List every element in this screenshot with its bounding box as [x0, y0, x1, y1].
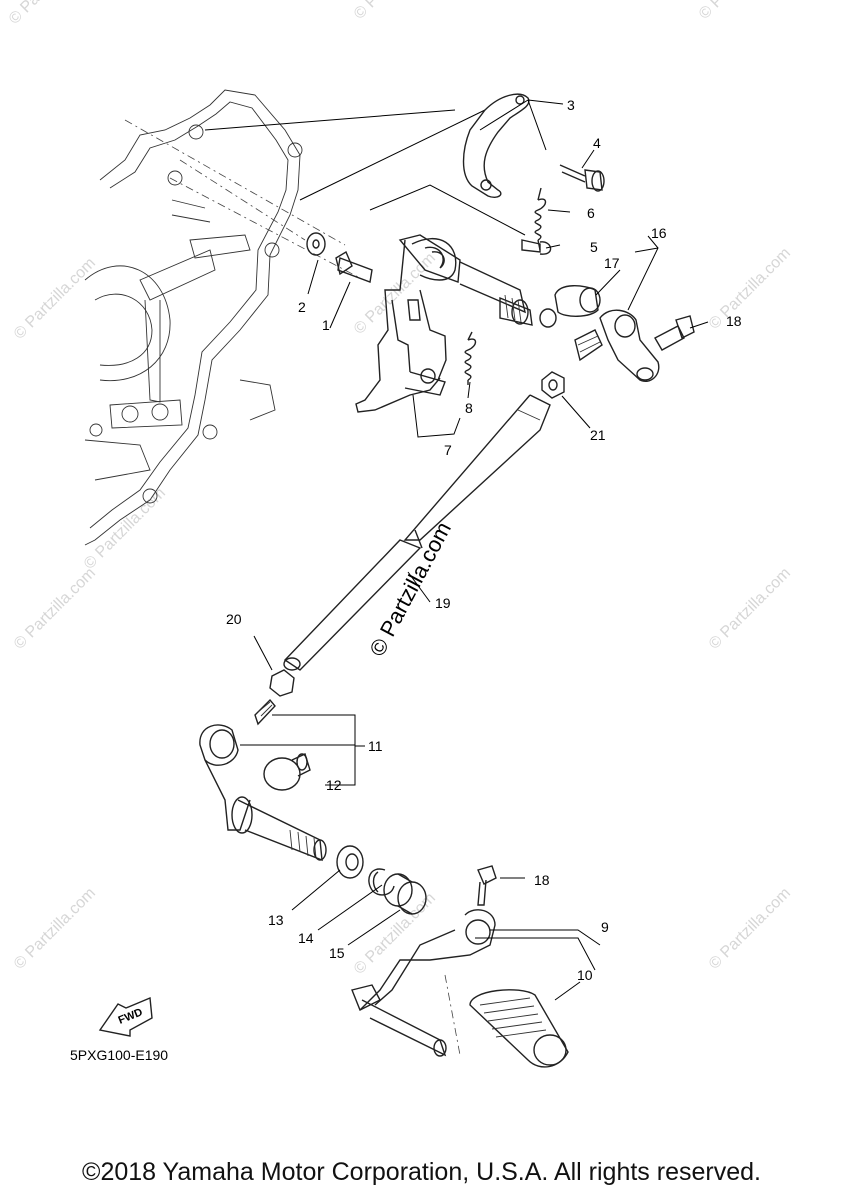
alignment-lines: [124, 119, 461, 1056]
watermark-m2: © Partzilla.com: [81, 485, 169, 573]
diagram-code: 5PXG100-E190: [70, 1047, 168, 1063]
part-21-nut-upper: [541, 371, 565, 399]
part-12-joint: [263, 753, 311, 791]
part-11-rod-end: [199, 698, 327, 862]
callout-11: 11: [368, 738, 383, 754]
watermark-l2: © Partzilla.com: [11, 565, 99, 653]
part-10-pedal-rubber: [469, 989, 569, 1068]
callout-2: 2: [298, 299, 306, 315]
callout-8: 8: [465, 400, 473, 416]
callout-7: 7: [444, 442, 452, 458]
fwd-arrow-icon: FWD: [98, 996, 153, 1037]
callout-6: 6: [587, 205, 595, 221]
callout-3: 3: [567, 97, 575, 113]
callout-12: 12: [326, 777, 342, 793]
callout-18-lower: 18: [534, 872, 550, 888]
part-13-washer: [336, 845, 364, 879]
callout-16: 16: [651, 225, 667, 241]
part-4-bolt: [559, 164, 605, 192]
callout-20: 20: [226, 611, 242, 627]
part-9-shift-pedal: [351, 909, 496, 1057]
guide-lines: [204, 109, 526, 236]
callout-9: 9: [601, 919, 609, 935]
part-7-shift-shaft: [355, 234, 533, 413]
watermark-r3: © Partzilla.com: [706, 885, 794, 973]
copyright-footer: ©2018 Yamaha Motor Corporation, U.S.A. A…: [82, 1158, 761, 1186]
callout-18-upper: 18: [726, 313, 742, 329]
callout-13: 13: [268, 912, 284, 928]
watermark-tm: © Partzilla.com: [351, 0, 439, 23]
part-1-stud: [335, 250, 373, 283]
watermark-l1: © Partzilla.com: [11, 255, 99, 343]
callout-10: 10: [577, 967, 593, 983]
callout-19: 19: [435, 595, 451, 611]
part-20-nut-lower: [269, 669, 295, 697]
callout-numbers: 1 2 3 4 5 6 7 8 9 10 11 12 13 14 15 16 1…: [226, 97, 742, 983]
watermark-m1: © Partzilla.com: [351, 250, 439, 338]
watermark-r1: © Partzilla.com: [706, 245, 794, 333]
leader-lines: [240, 99, 709, 1001]
part-14-circlip: [368, 868, 395, 896]
callout-1: 1: [322, 317, 330, 333]
watermark-center: © Partzilla.com: [364, 518, 456, 661]
part-18-bolt-lower: [477, 865, 497, 906]
part-19-shift-rod: [283, 394, 551, 671]
part-6-spring: [534, 187, 547, 251]
part-3-stopper-lever: [462, 93, 530, 199]
watermark-l3: © Partzilla.com: [11, 885, 99, 973]
part-2-washer: [306, 232, 326, 256]
crankcase-outline: [84, 89, 303, 546]
part-18-bolt-upper: [654, 315, 695, 351]
watermarks: © Partzilla.com © Partzilla.com © Partzi…: [6, 0, 794, 978]
callout-4: 4: [593, 135, 601, 151]
callout-15: 15: [329, 945, 345, 961]
part-16-shift-arm: [539, 285, 660, 382]
part-15-collar: [383, 873, 427, 915]
callout-17: 17: [604, 255, 620, 271]
callout-14: 14: [298, 930, 314, 946]
watermark-r2: © Partzilla.com: [706, 565, 794, 653]
watermark-tl: © Partzilla.com: [6, 0, 94, 28]
watermark-tr: © Partzilla.com: [696, 0, 784, 23]
callout-21: 21: [590, 427, 606, 443]
part-8-spring: [464, 331, 477, 385]
part-5-pin: [521, 239, 552, 255]
callout-5: 5: [590, 239, 598, 255]
